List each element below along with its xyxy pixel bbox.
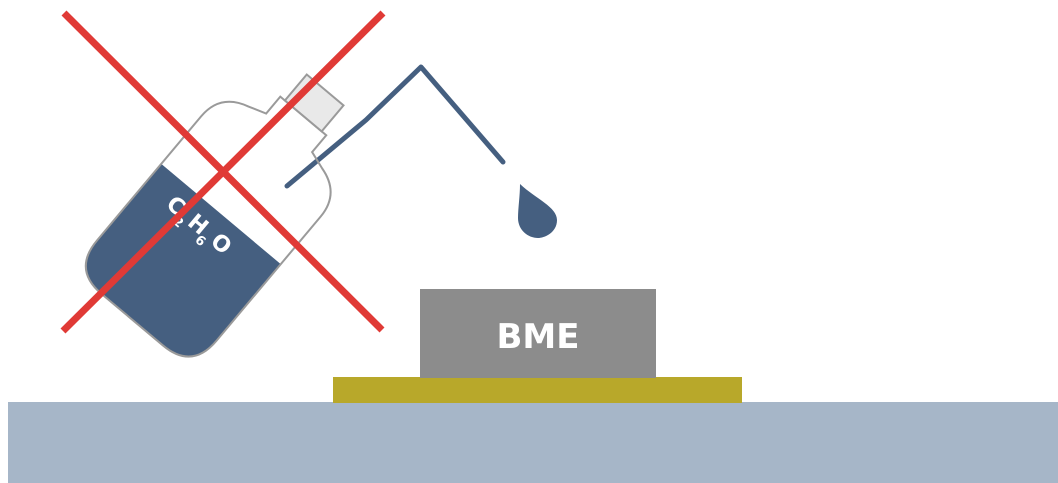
chip-label: BME [497, 317, 580, 357]
tube-line [284, 64, 506, 189]
chip-body [420, 289, 656, 378]
bme-chip: BME [420, 289, 656, 378]
base-surface [8, 402, 1058, 483]
bottle-outline [84, 95, 332, 358]
dispensing-tube [284, 64, 506, 189]
wash-bottle: C 2 H 6 O [84, 73, 345, 358]
gold-pad [333, 377, 742, 403]
droplet [518, 184, 557, 238]
bottle-liquid [85, 163, 281, 357]
cross-line-2 [60, 10, 386, 334]
cross-icon [60, 10, 386, 334]
bottle-cap [283, 73, 345, 133]
